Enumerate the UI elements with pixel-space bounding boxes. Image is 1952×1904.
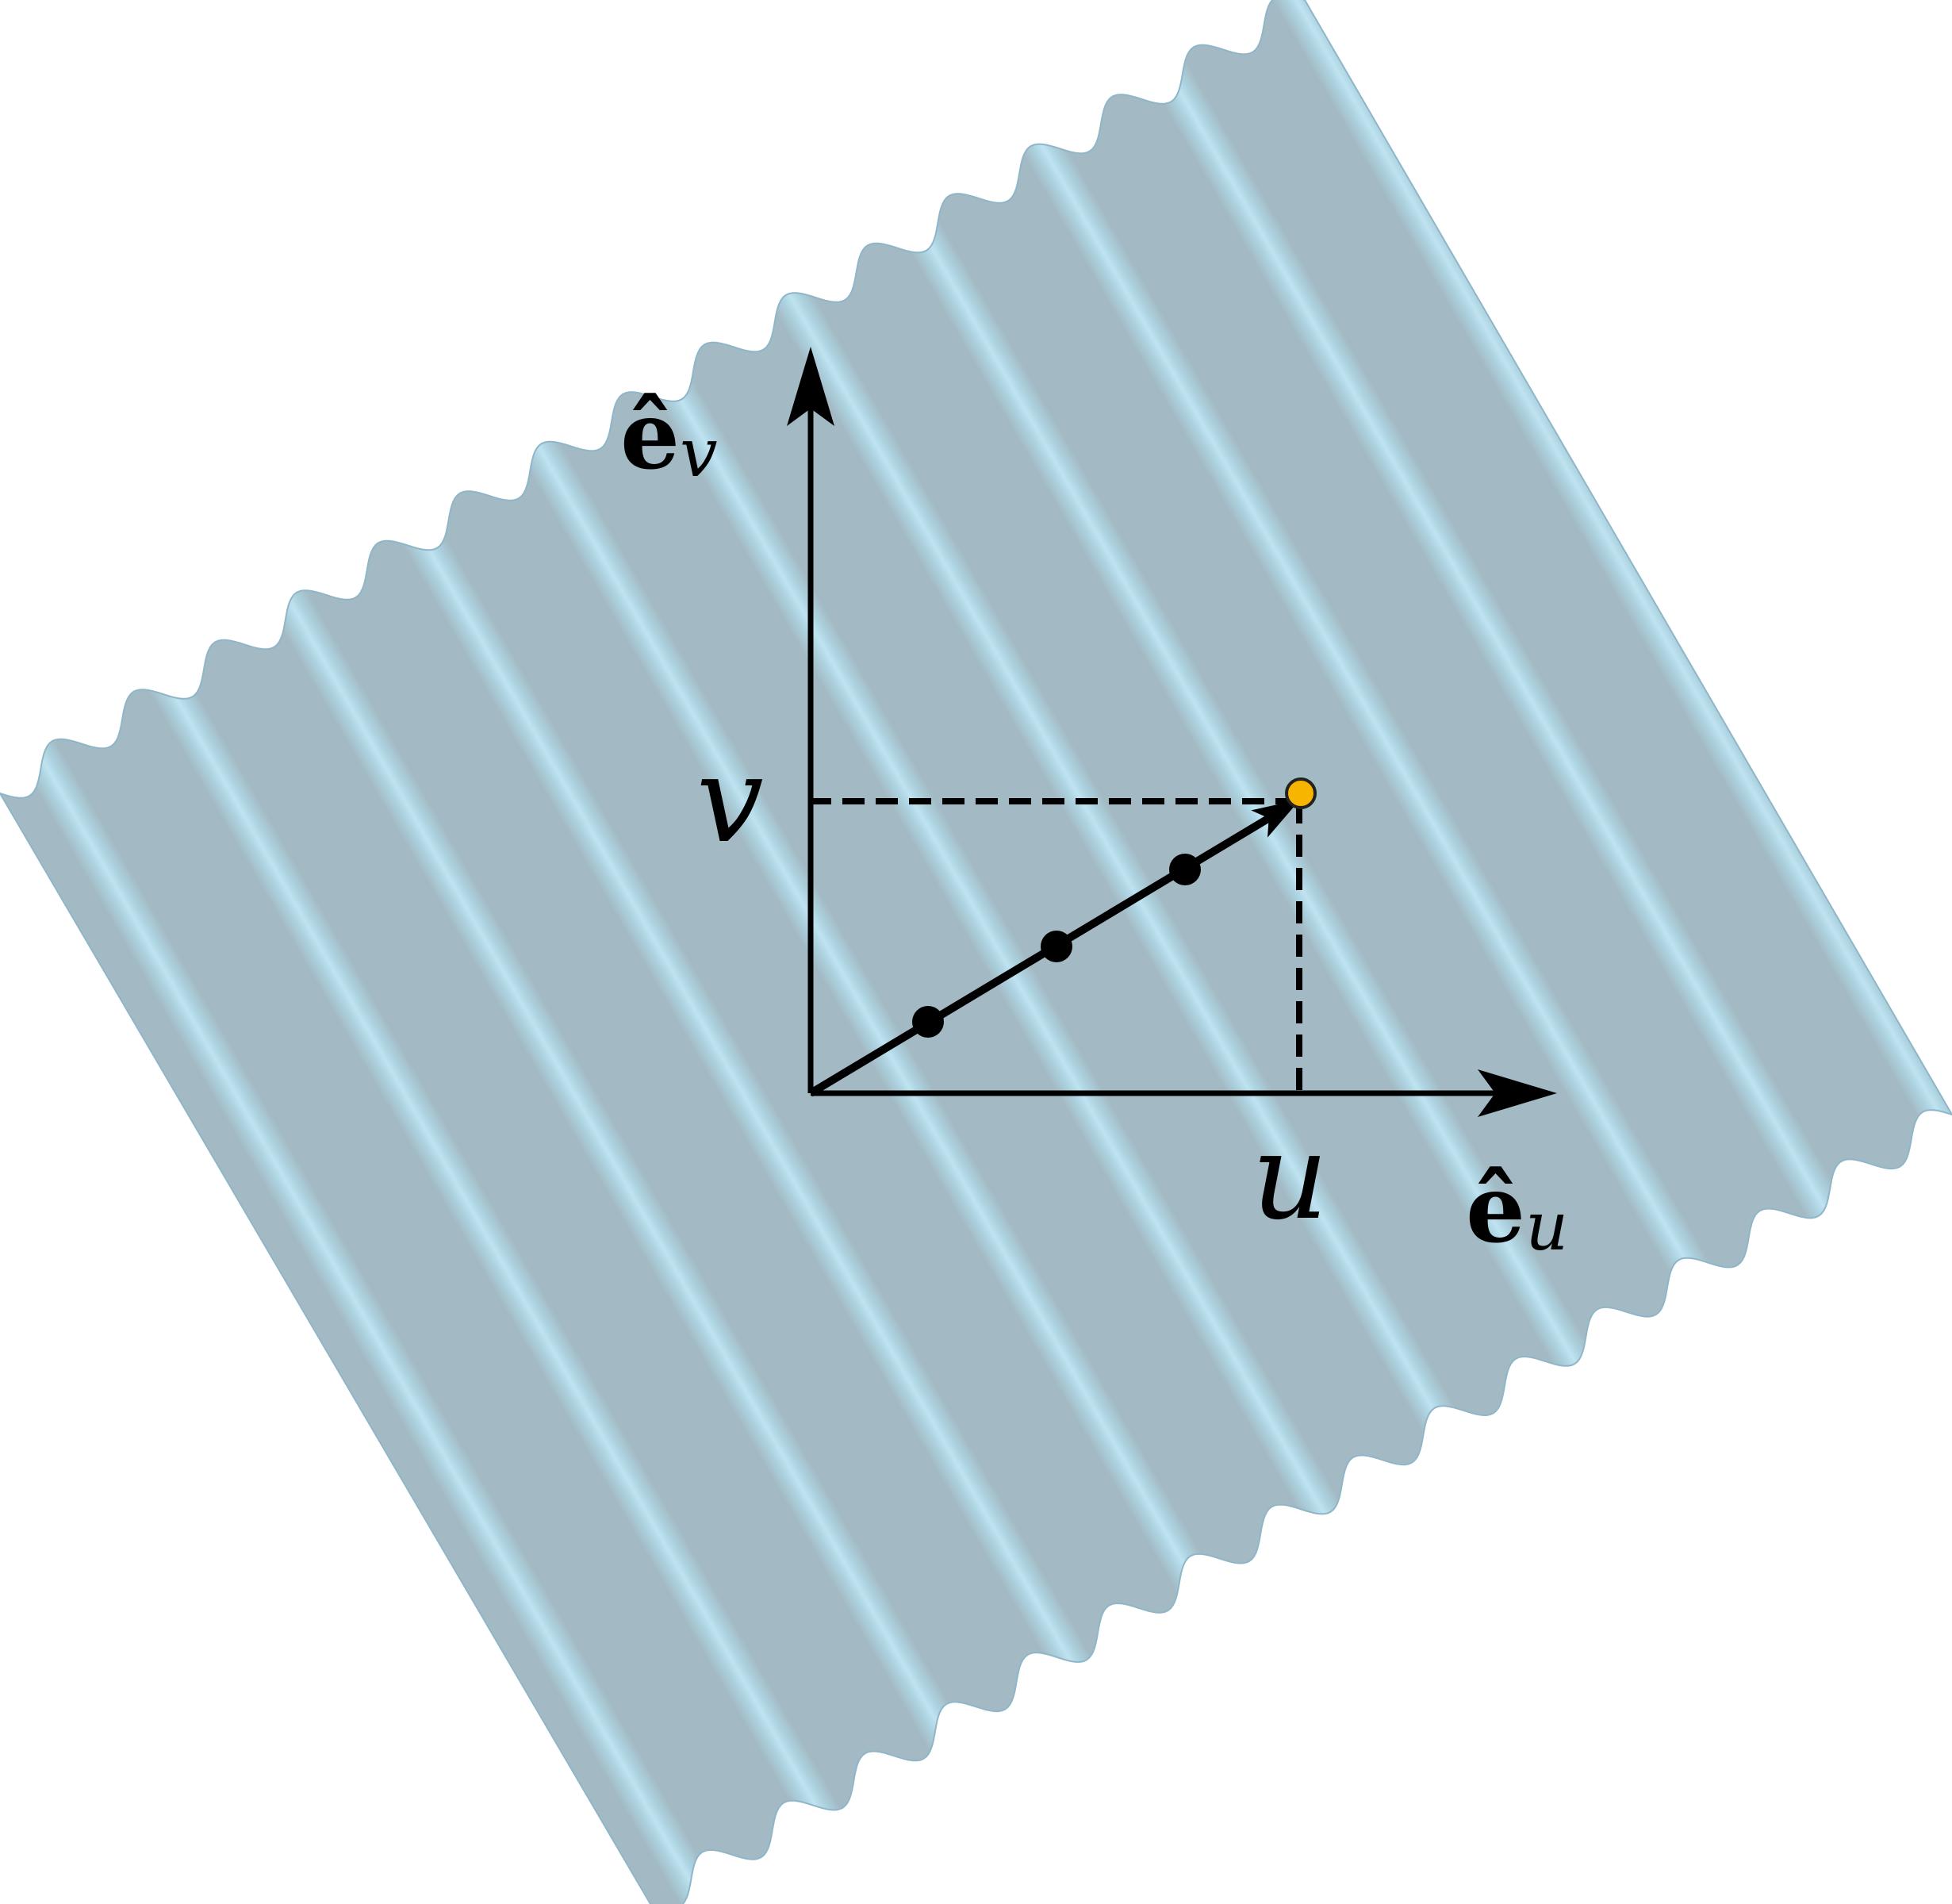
u-label: u <box>1252 1108 1329 1246</box>
ev-axis-label: êv <box>620 380 718 492</box>
vector-dot-3 <box>1169 854 1201 885</box>
vector-dot-2 <box>1041 931 1072 962</box>
v-label: v <box>696 731 764 869</box>
vector-dot-1 <box>912 1006 944 1038</box>
eu-axis-label: êu <box>1466 1154 1568 1265</box>
endpoint-marker <box>1285 777 1317 809</box>
